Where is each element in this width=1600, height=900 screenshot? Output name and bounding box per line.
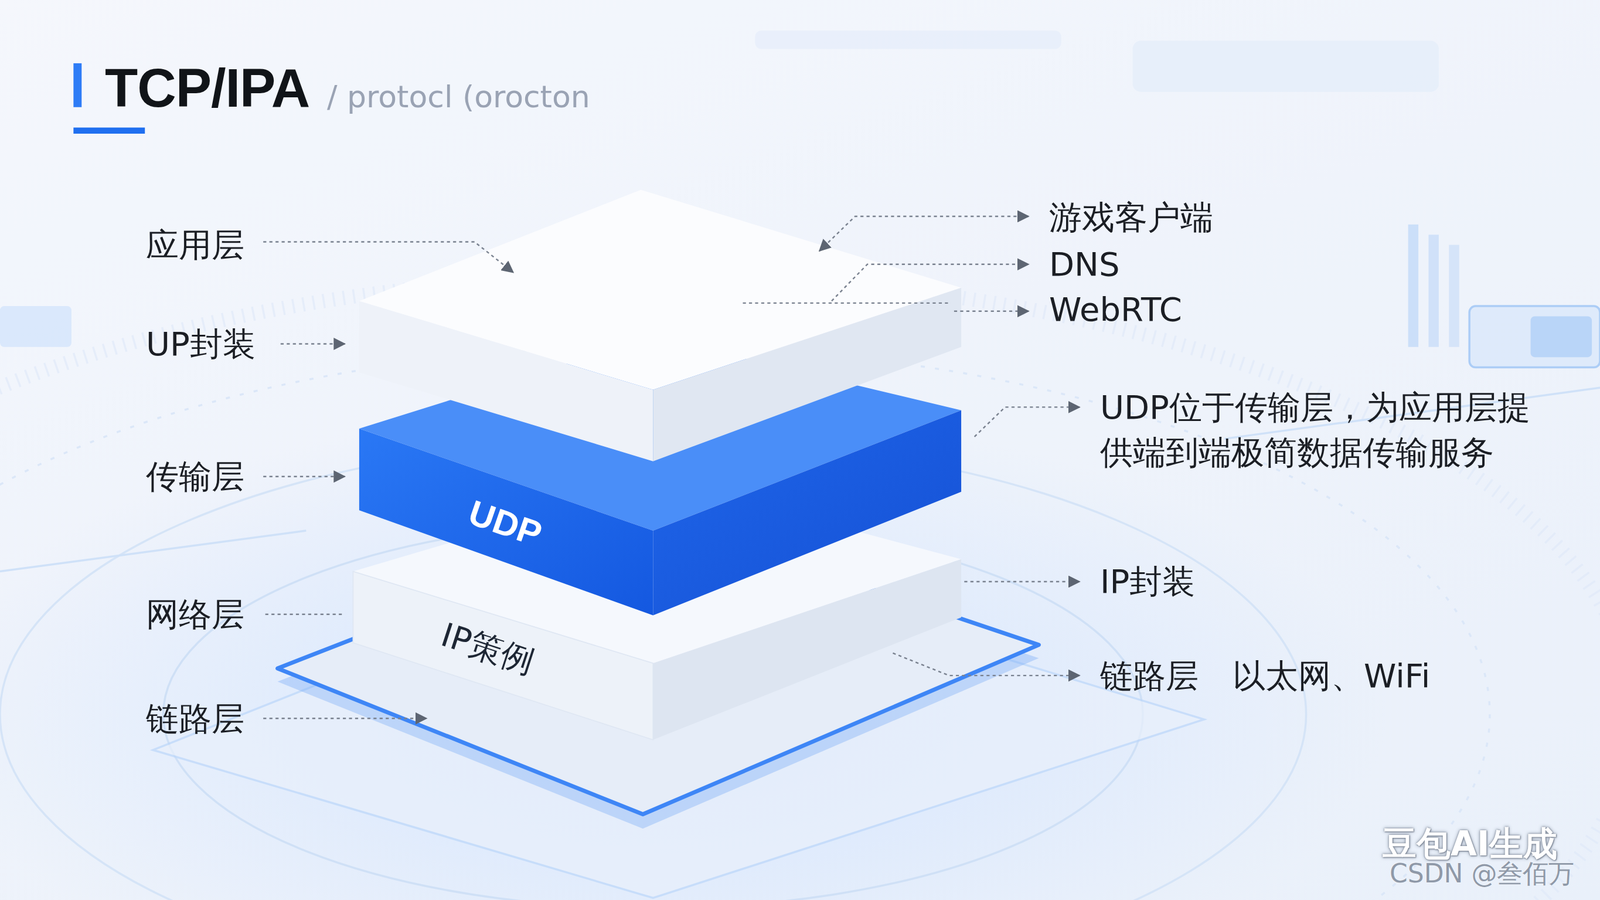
protocol-label: 游戏客户端 <box>1049 197 1214 237</box>
ring <box>0 275 1600 900</box>
leader-line <box>954 310 1029 312</box>
layer-note: 以太网、WiFi <box>1232 655 1431 696</box>
decor-panel <box>754 30 1061 49</box>
protocol-label: WebRTC <box>1049 289 1183 329</box>
slab-front <box>359 428 653 615</box>
watermark: CSDN @叁佰万 <box>1389 858 1575 890</box>
decor-panel <box>1469 305 1600 367</box>
decor-panel <box>1132 41 1439 93</box>
transport-slab-label: UDP <box>455 487 555 560</box>
layer-label: 应用层 <box>145 225 245 265</box>
network-slab-label: IP策例 <box>429 610 547 686</box>
leader-line <box>819 216 1029 251</box>
leader-line <box>964 580 1080 582</box>
decor-bar <box>1448 244 1459 347</box>
decor-bar <box>1408 224 1419 347</box>
leader-line <box>892 652 1080 676</box>
decor-bar <box>1428 234 1439 347</box>
leader-line <box>263 717 427 719</box>
layer-note: 链路层 <box>1100 655 1199 696</box>
slab-text: UDP <box>463 492 547 554</box>
leader-line <box>743 302 950 304</box>
leader-line <box>263 475 345 478</box>
leader-line <box>263 241 514 272</box>
layer-label: 链路层 <box>145 698 245 738</box>
layer-label: 网络层 <box>145 594 245 634</box>
leader-lines <box>263 216 1080 718</box>
decor-panel <box>1530 316 1592 358</box>
decor-panel <box>0 305 72 347</box>
layer-note: IP封装 <box>1100 561 1196 601</box>
slab-side <box>652 287 962 462</box>
slab-front <box>359 300 653 461</box>
protocol-label: DNS <box>1049 244 1120 284</box>
subtitle: / protocl (orocton <box>327 78 591 115</box>
leader-line <box>280 342 346 345</box>
leader-line <box>831 264 1029 302</box>
title-underline <box>73 127 145 134</box>
layer-label: UP封装 <box>145 324 256 364</box>
slab-text: IP策例 <box>436 616 539 681</box>
app-slab <box>359 189 962 462</box>
description-note: UDP位于传输层，为应用层提 供端到端极简数据传输服务 <box>1100 384 1569 476</box>
title-bar <box>73 63 82 108</box>
leader-line <box>265 613 343 615</box>
leader-line <box>974 406 1080 437</box>
layer-label: 传输层 <box>145 456 245 496</box>
decor-line <box>0 530 306 572</box>
diagram-title: TCP/IPA <box>104 60 310 115</box>
